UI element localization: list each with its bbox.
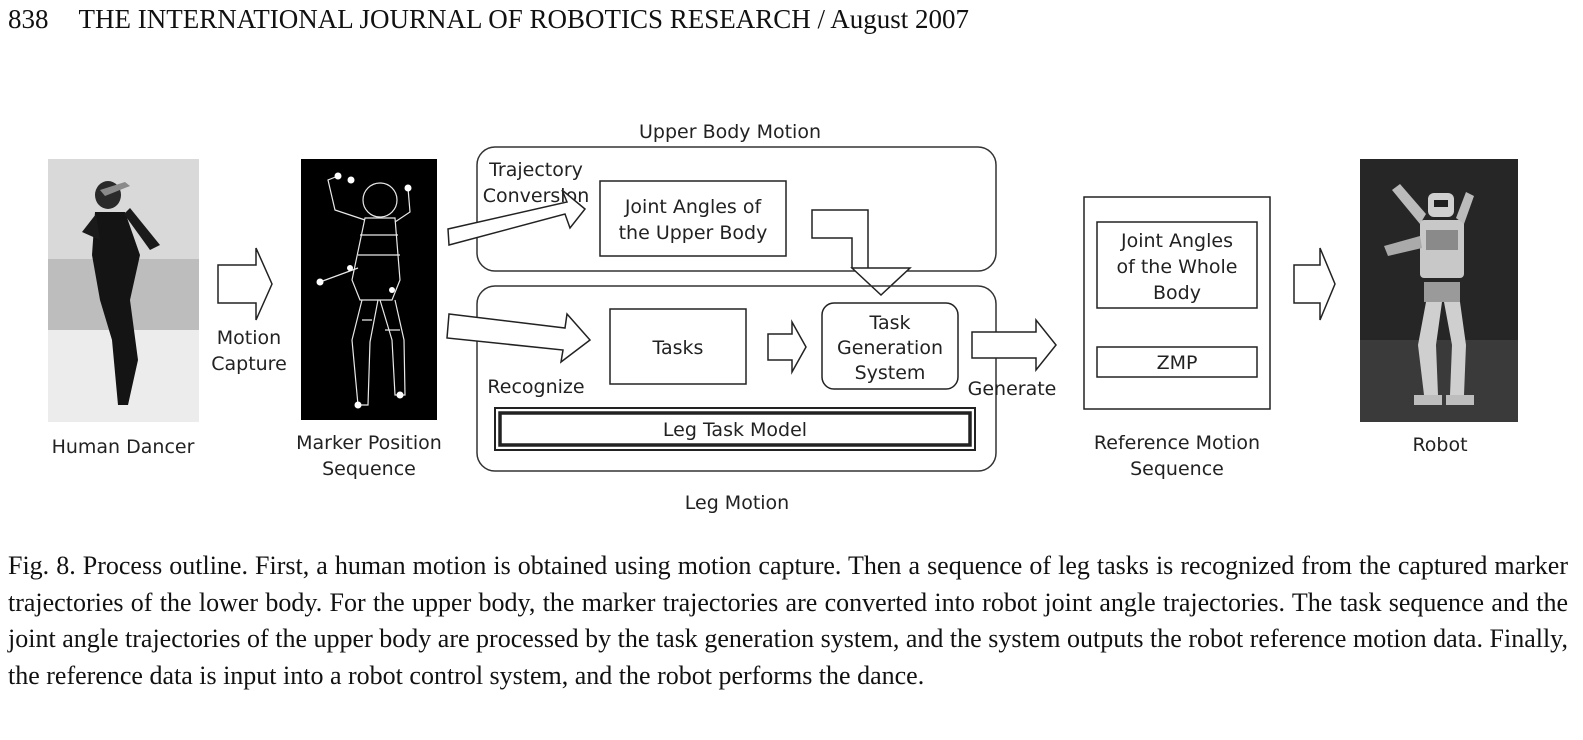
joint-angles-upper-label-2: the Upper Body	[619, 222, 768, 244]
joint-angles-whole-box	[1096, 221, 1258, 309]
trajectory-conversion-arrow	[447, 189, 587, 246]
generate-arrow	[971, 317, 1057, 373]
tasks-to-generation-arrow	[767, 319, 807, 375]
marker-position-label-1: Marker Position	[296, 432, 442, 454]
joint-angles-whole-label-1: Joint Angles	[1120, 230, 1233, 252]
human-dancer-label: Human Dancer	[52, 436, 195, 458]
task-generation-label-1: Task	[868, 312, 910, 334]
running-title: THE INTERNATIONAL JOURNAL OF ROBOTICS RE…	[78, 4, 970, 34]
upper-body-group-box	[476, 146, 997, 272]
joint-angles-whole-label-3: Body	[1153, 282, 1201, 304]
motion-capture-label-1: Motion	[217, 327, 281, 349]
zmp-box	[1096, 346, 1258, 378]
reference-to-robot-arrow	[1293, 247, 1336, 321]
task-generation-label-3: System	[855, 362, 926, 384]
generate-label: Generate	[968, 378, 1057, 400]
tasks-label: Tasks	[652, 337, 704, 359]
task-generation-box	[821, 302, 959, 390]
recognize-arrow	[446, 312, 592, 364]
tasks-box	[609, 308, 747, 385]
human-dancer-photo	[48, 159, 199, 422]
leg-task-model-box-outer	[494, 407, 976, 451]
task-generation-label-2: Generation	[837, 337, 943, 359]
motion-capture-arrow	[217, 247, 273, 321]
upper-body-motion-label: Upper Body Motion	[639, 121, 821, 143]
recognize-label: Recognize	[487, 376, 584, 398]
upper-to-generation-arrow	[811, 209, 912, 297]
zmp-label: ZMP	[1157, 352, 1198, 374]
joint-angles-upper-box	[599, 180, 787, 257]
marker-position-image	[301, 159, 437, 420]
figure-caption: Fig. 8. Process outline. First, a human …	[8, 551, 1568, 690]
robot-label: Robot	[1412, 434, 1467, 456]
leg-motion-label: Leg Motion	[685, 492, 789, 514]
reference-motion-label-2: Sequence	[1130, 458, 1224, 480]
process-outline-figure: Human Dancer Motion Capture	[0, 100, 1583, 530]
leg-group-box	[476, 285, 997, 472]
leg-task-model-label: Leg Task Model	[663, 419, 807, 441]
motion-capture-label-2: Capture	[211, 353, 287, 375]
joint-angles-whole-label-2: of the Whole	[1117, 256, 1238, 278]
trajectory-conversion-label-1: Trajectory	[488, 159, 583, 181]
leg-task-model-box-inner	[498, 411, 972, 447]
marker-position-label-2: Sequence	[322, 458, 416, 480]
reference-motion-label-1: Reference Motion	[1094, 432, 1260, 454]
robot-photo	[1360, 159, 1518, 422]
joint-angles-upper-label-1: Joint Angles of	[624, 196, 763, 218]
page-header: 838 THE INTERNATIONAL JOURNAL OF ROBOTICS…	[8, 4, 969, 35]
page-number: 838	[8, 4, 49, 34]
